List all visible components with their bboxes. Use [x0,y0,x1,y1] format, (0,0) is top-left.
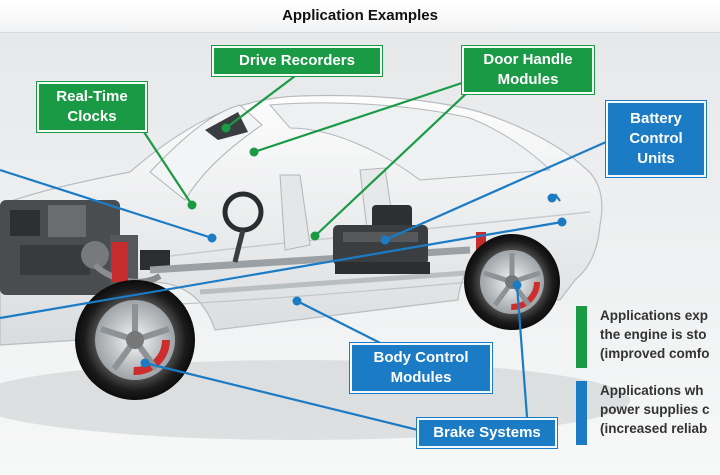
callout-drive-recorders-label: Drive Recorders [239,52,355,69]
leader-rear-light [554,193,561,202]
leader-battery-control-units [384,140,607,242]
green-leader-dots [187,123,320,241]
callout-drive-recorders: Drive Recorders [212,46,382,76]
leader-door-handle-a [253,76,478,154]
leader-drive-recorders [225,75,296,129]
leader-door-handle-b [314,89,471,237]
legend-green-text: Applications exp the engine is sto (impr… [600,308,710,361]
leader-left-offscreen-top [0,168,213,240]
green-leader-lines [139,75,478,237]
blue-leader-lines [0,140,607,432]
callout-door-handle-modules: Door Handle Modules [462,46,594,94]
engine-assembly [0,200,170,295]
callout-body-control-modules: Body Control Modules [350,343,492,393]
callout-brake-systems: Brake Systems [417,418,557,448]
rear-window [268,102,552,181]
callout-battery-control-units-label: Battery Control Units [629,110,683,167]
leader-brake-rear [515,284,530,431]
legend-blue-text: Applications wh power supplies c (increa… [600,383,710,436]
leader-real-time-clocks [139,125,193,206]
front-wheel [75,280,195,400]
callout-door-handle-modules-label: Door Handle Modules [483,51,573,88]
callout-real-time-clocks-label: Real-Time Clocks [56,88,128,125]
callout-brake-systems-label: Brake Systems [433,424,541,441]
blue-leader-dots [140,193,567,368]
rear-wheel [464,234,560,330]
legend-blue-swatch [576,381,587,445]
sill-line [159,281,471,306]
legend-blue: Applications wh power supplies c (increa… [576,381,720,445]
leader-brake-front [144,361,419,432]
exhaust-pipe [199,269,481,295]
callout-battery-control-units: Battery Control Units [606,101,706,177]
legend-green: Applications exp the engine is sto (impr… [576,306,720,368]
leader-left-offscreen-bottom [0,220,563,320]
legend-green-swatch [576,306,587,368]
callout-real-time-clocks: Real-Time Clocks [37,82,147,132]
battery-pack [333,225,430,274]
callout-body-control-modules-label: Body Control Modules [373,349,469,386]
page-title: Application Examples [0,0,720,33]
